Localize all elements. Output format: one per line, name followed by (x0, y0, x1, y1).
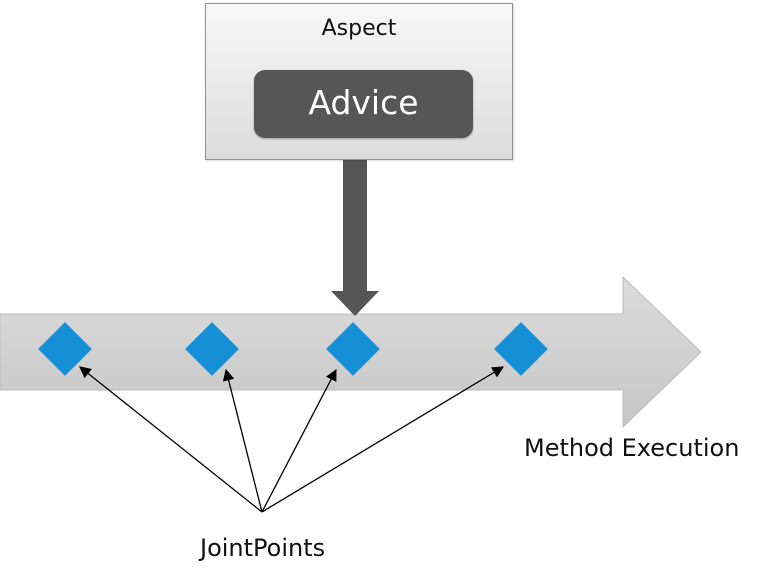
aspect-title: Aspect (321, 16, 397, 41)
aspect-box: Aspect Advice (205, 3, 513, 160)
joinpoints-label: JointPoints (200, 534, 326, 562)
pointer-line-2 (222, 368, 263, 513)
method-execution-label: Method Execution (524, 434, 740, 462)
joinpoint-3 (326, 322, 380, 376)
pointer-line-1 (79, 366, 263, 513)
advice-label: Advice (308, 83, 419, 122)
pointer-line-3 (261, 368, 337, 513)
pointer-line-4 (261, 366, 505, 513)
advice-arrow (331, 160, 379, 316)
joinpoint-1 (38, 322, 92, 376)
joinpoint-pointers (79, 366, 505, 513)
joinpoint-2 (185, 322, 239, 376)
advice-box: Advice (254, 70, 473, 138)
